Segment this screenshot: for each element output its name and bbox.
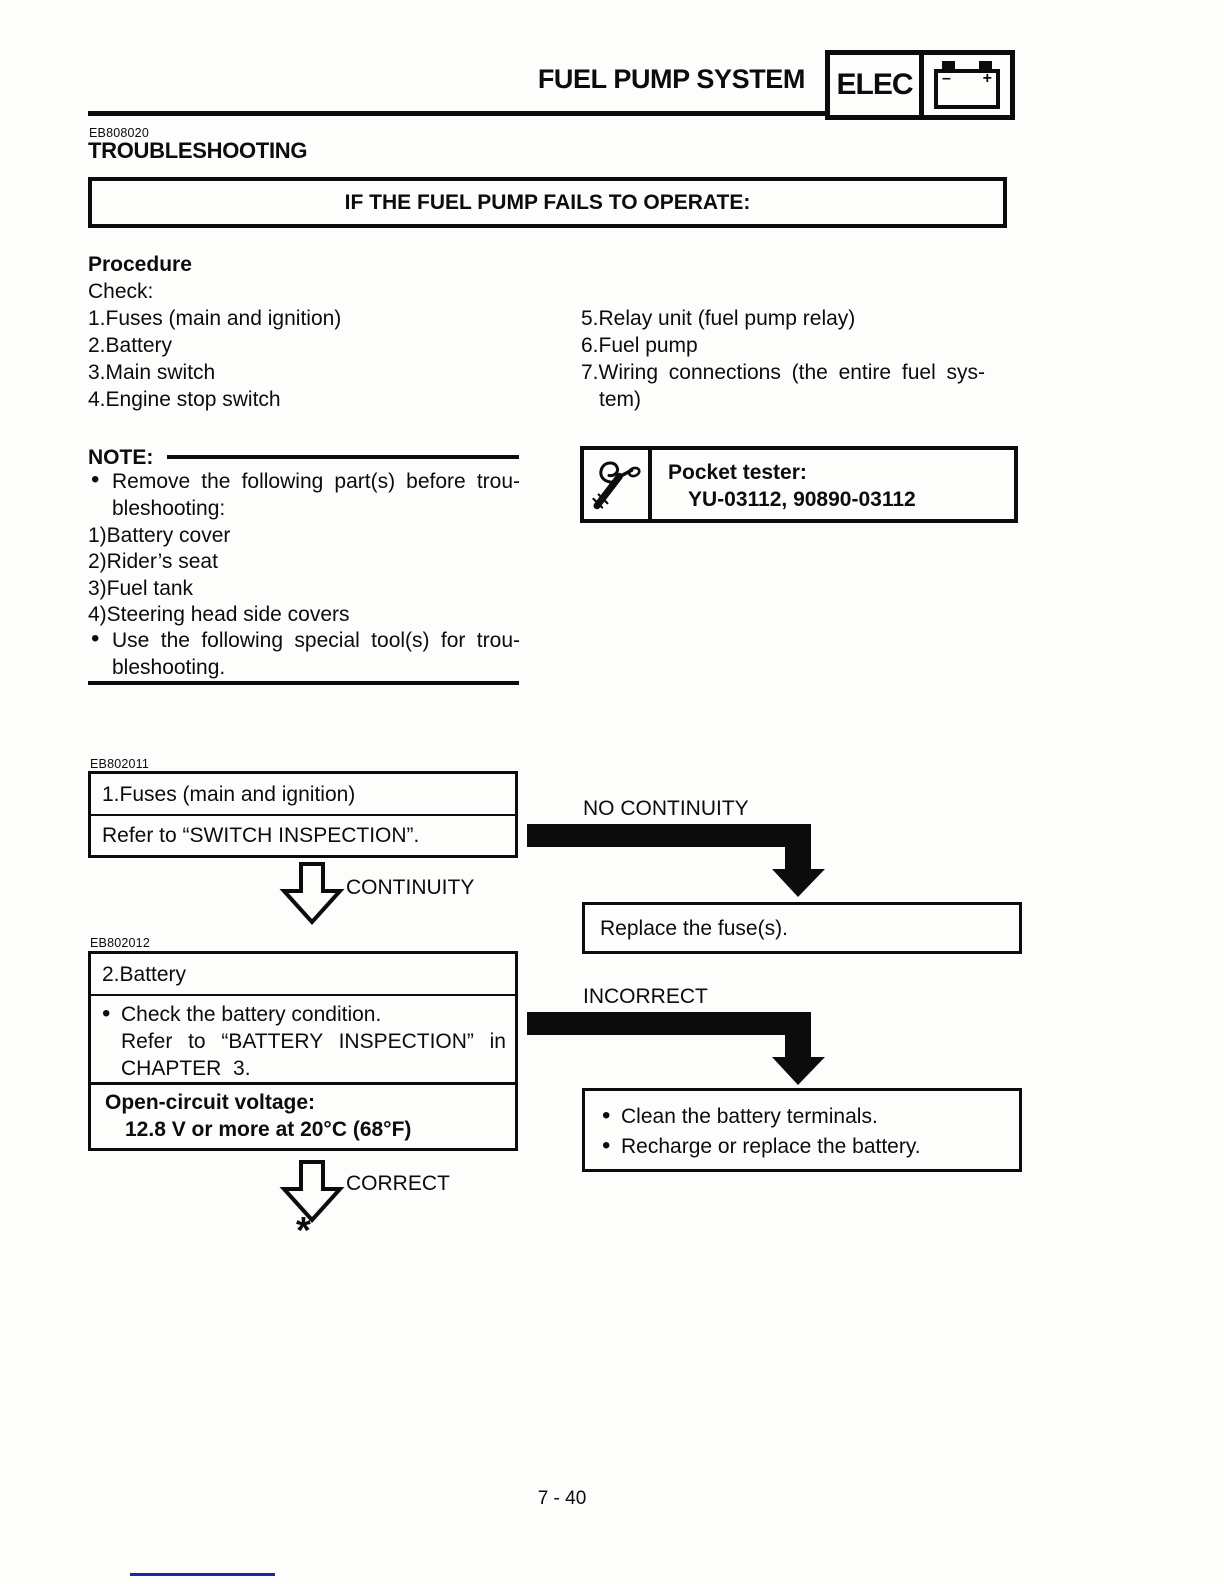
- procedure-item: 5.Relay unit (fuel pump relay): [581, 307, 856, 330]
- flow-step2-check-line: Refer to “BATTERY INSPECTION” in: [121, 1030, 506, 1053]
- battery-icon: – +: [934, 61, 1000, 109]
- fail-branch-label: NO CONTINUITY: [583, 797, 749, 820]
- flow-step2-title: 2.Battery: [91, 954, 515, 996]
- flow-step2-check-line: CHAPTER 3.: [121, 1057, 251, 1080]
- note-part: 4)Steering head side covers: [88, 603, 350, 626]
- procedure-item: 7.Wiring connections (the entire fuel sy…: [581, 361, 985, 384]
- page-number: 7 - 40: [537, 1488, 587, 1509]
- procedure-heading: Procedure: [88, 253, 192, 276]
- procedure-item: 1.Fuses (main and ignition): [88, 307, 342, 330]
- elec-label: ELEC: [836, 68, 913, 101]
- fail-branch-arrow-icon: [527, 824, 825, 897]
- bullet-dot: •: [91, 466, 100, 493]
- section-code: EB808020: [89, 126, 149, 140]
- battery-plus-sign: +: [982, 70, 992, 87]
- procedure-item: 3.Main switch: [88, 361, 216, 384]
- footer-blue-mark: [130, 1573, 275, 1576]
- note-line: Remove the following part(s) before trou…: [112, 470, 520, 493]
- continue-marker: *: [296, 1210, 311, 1252]
- flow-code: EB802012: [90, 936, 150, 950]
- section-heading: TROUBLESHOOTING: [88, 138, 308, 163]
- pass-branch-arrow-icon: [279, 1160, 345, 1223]
- flow-step1-box: 1.Fuses (main and ignition) Refer to “SW…: [88, 771, 518, 858]
- special-tool-name: Pocket tester:: [668, 461, 807, 484]
- flow-step2-check-line: Check the battery condition.: [97, 1000, 515, 1028]
- procedure-item: 6.Fuel pump: [581, 334, 698, 357]
- flow-step2-fail-action-box: Clean the battery terminals. Recharge or…: [582, 1088, 1022, 1172]
- flow-step1-fail-action-box: Replace the fuse(s).: [582, 902, 1022, 954]
- fail-branch-label: INCORRECT: [583, 985, 708, 1008]
- special-tool-box: Pocket tester: YU-03112, 90890-03112: [580, 446, 1018, 523]
- note-rule-bottom: [88, 681, 519, 685]
- flow-step1-fail-action: Replace the fuse(s).: [600, 916, 788, 940]
- note-label: NOTE:: [88, 446, 154, 469]
- flow-step2-fail-action: Recharge or replace the battery.: [597, 1131, 1019, 1162]
- note-rule-top: [167, 455, 519, 459]
- header-rule: [88, 111, 825, 116]
- note-line: bleshooting.: [112, 656, 226, 679]
- procedure-item: tem): [599, 388, 641, 411]
- flow-step1-instruction: Refer to “SWITCH INSPECTION”.: [102, 824, 420, 847]
- battery-minus-sign: –: [942, 70, 951, 87]
- note-line: Use the following special tool(s) for tr…: [112, 629, 520, 652]
- note-part: 2)Rider’s seat: [88, 550, 218, 573]
- pass-branch-label: CONTINUITY: [346, 876, 475, 899]
- note-part: 3)Fuel tank: [88, 577, 194, 600]
- note-line: bleshooting:: [112, 497, 226, 520]
- chapter-badge: ELEC – +: [825, 50, 1015, 120]
- condition-banner-text: IF THE FUEL PUMP FAILS TO OPERATE:: [344, 190, 751, 214]
- flow-step2-box: 2.Battery Check the battery condition. R…: [88, 951, 518, 1151]
- pass-branch-label: CORRECT: [346, 1172, 450, 1195]
- pocket-tester-icon: [592, 460, 641, 509]
- note-part: 1)Battery cover: [88, 524, 231, 547]
- procedure-item: 4.Engine stop switch: [88, 388, 281, 411]
- flow-step2-spec-value: 12.8 V or more at 20°C (68°F): [125, 1118, 412, 1141]
- flow-step2-spec-label: Open-circuit voltage:: [105, 1091, 316, 1114]
- pass-branch-arrow-icon: [279, 862, 345, 925]
- flow-step1-title: 1.Fuses (main and ignition): [91, 774, 515, 816]
- procedure-check-label: Check:: [88, 280, 154, 303]
- page-title: FUEL PUMP SYSTEM: [537, 64, 806, 94]
- flow-step2-fail-action: Clean the battery terminals.: [597, 1101, 1019, 1132]
- bullet-dot: •: [91, 625, 100, 652]
- flow-code: EB802011: [90, 757, 150, 771]
- special-tool-numbers: YU-03112, 90890-03112: [688, 488, 916, 511]
- condition-banner: IF THE FUEL PUMP FAILS TO OPERATE:: [88, 177, 1007, 228]
- fail-branch-arrow-icon: [527, 1012, 825, 1085]
- procedure-item: 2.Battery: [88, 334, 173, 357]
